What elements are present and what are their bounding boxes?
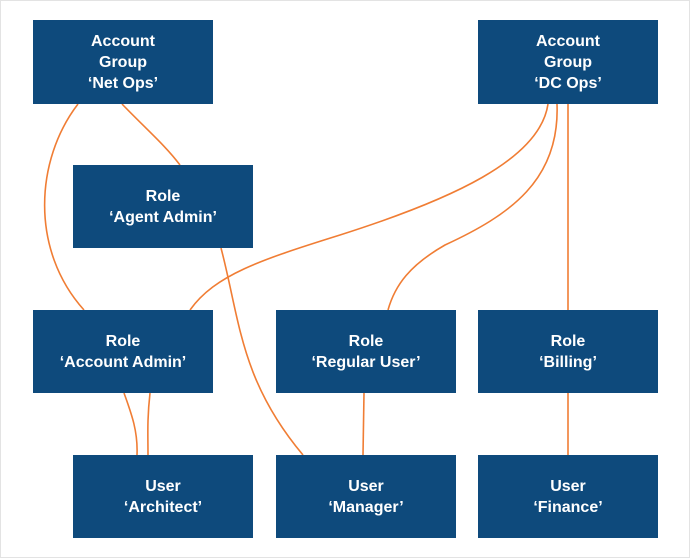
user-manager[interactable]: User ‘Manager’	[276, 455, 456, 538]
node-label-line: Group	[544, 53, 592, 71]
edge-regularuser-manager	[362, 392, 365, 456]
node-label-line: ‘Account Admin’	[59, 353, 187, 371]
node-label-line: User	[145, 477, 181, 495]
node-label-line: ‘Net Ops’	[87, 74, 159, 92]
node-label-line: Role	[105, 332, 141, 350]
role-billing[interactable]: Role ‘Billing’	[478, 310, 658, 393]
user-finance[interactable]: User ‘Finance’	[478, 455, 658, 538]
edge-dcops-regularuser	[387, 103, 558, 311]
edge-accountadmin-architect-a	[123, 392, 138, 456]
node-label-line: ‘Architect’	[123, 498, 203, 516]
node-label-line: ‘Billing’	[539, 353, 597, 371]
node-label-line: Account	[536, 32, 600, 50]
node-label-line: ‘Manager’	[328, 498, 404, 516]
role-regular-user[interactable]: Role ‘Regular User’	[276, 310, 456, 393]
edge-dcops-accountadmin	[189, 103, 549, 311]
node-label-line: ‘Finance’	[533, 498, 603, 516]
node-label-line: ‘Agent Admin’	[109, 208, 217, 226]
edge-netops-accountadmin	[43, 103, 85, 311]
node-label-line: Group	[99, 53, 147, 71]
account-group-net-ops[interactable]: Account Group ‘Net Ops’	[33, 20, 213, 104]
account-group-dc-ops[interactable]: Account Group ‘DC Ops’	[478, 20, 658, 104]
role-account-admin[interactable]: Role ‘Account Admin’	[33, 310, 213, 393]
node-label-line: Role	[145, 187, 181, 205]
node-label-line: Role	[348, 332, 384, 350]
node-label-line: Role	[550, 332, 586, 350]
edge-accountadmin-architect-b	[147, 392, 151, 456]
node-label-line: ‘Regular User’	[311, 353, 421, 371]
user-architect[interactable]: User ‘Architect’	[73, 455, 253, 538]
node-label-line: User	[550, 477, 586, 495]
edge-agentadmin-manager	[220, 247, 304, 456]
edge-netops-agentadmin	[121, 103, 181, 166]
role-agent-admin[interactable]: Role ‘Agent Admin’	[73, 165, 253, 248]
node-label-line: Account	[91, 32, 155, 50]
node-label-line: User	[348, 477, 384, 495]
node-label-line: ‘DC Ops’	[534, 74, 602, 92]
